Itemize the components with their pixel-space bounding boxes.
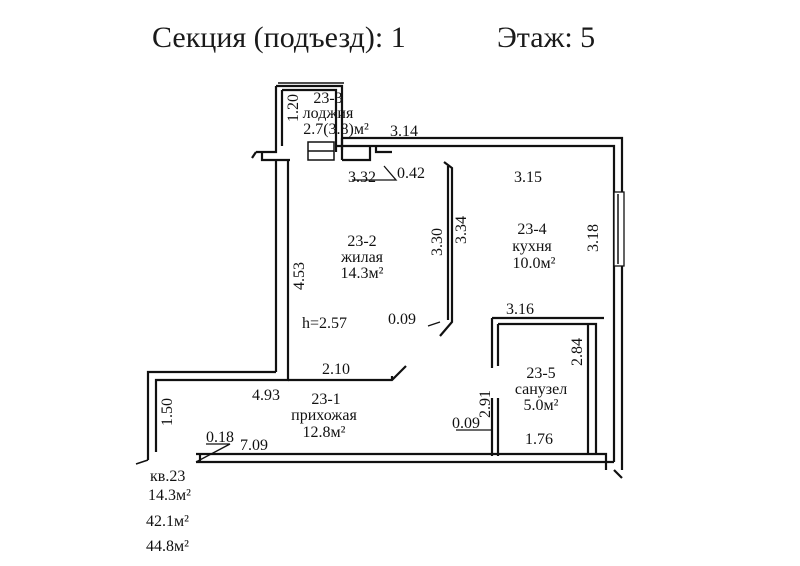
kitchen-area: 10.0м² [513, 255, 556, 272]
total-area-with-loggia: 44.8м² [146, 538, 189, 555]
dim-018: 0.18 [206, 429, 234, 446]
living-name: жилая [340, 249, 384, 266]
partition-living-hall [288, 365, 407, 382]
dim-284: 2.84 [569, 338, 586, 366]
hall-id: 23-1 [311, 391, 340, 408]
dim-loggia-width: 3.14 [390, 123, 418, 140]
hall-name: прихожая [291, 407, 357, 424]
loggia-threshold [251, 146, 290, 162]
dim-042: 0.42 [397, 165, 425, 182]
loggia-id: 23-3 [313, 90, 342, 107]
living-id: 23-2 [347, 233, 376, 250]
dim-009a: 0.09 [388, 311, 416, 328]
total-area: 42.1м² [146, 513, 189, 530]
dim-316: 3.16 [506, 301, 534, 318]
dim-loggia-height: 1.20 [285, 94, 302, 122]
hall-left-wall [146, 364, 290, 460]
dim-318: 3.18 [585, 224, 602, 252]
bathroom-area: 5.0м² [524, 397, 559, 414]
bottom-wall [196, 452, 623, 479]
bathroom-walls [490, 316, 604, 456]
bathroom-name: санузел [515, 381, 567, 398]
walls [135, 82, 625, 479]
loggia-area: 2.7(3.8)м² [303, 121, 369, 138]
section-label: Секция (подъезд): 1 [152, 21, 406, 54]
dim-009b: 0.09 [452, 415, 480, 432]
partition-living-kitchen [439, 161, 454, 337]
loggia-wall [274, 84, 344, 160]
hall-area: 12.8м² [303, 424, 346, 441]
dimension-lines [195, 165, 492, 463]
corridor-step [340, 138, 392, 162]
living-area-total: 14.3м² [148, 487, 191, 504]
dim-150: 1.50 [159, 398, 176, 426]
loggia-name: лоджия [303, 105, 354, 122]
bathroom-id: 23-5 [526, 365, 555, 382]
apartment-number: кв.23 [150, 468, 185, 485]
living-left-wall [274, 160, 290, 372]
dim-709: 7.09 [240, 437, 268, 454]
kitchen-name: кухня [512, 238, 552, 255]
floor-label: Этаж: 5 [497, 21, 595, 54]
top-wall [336, 136, 624, 470]
dim-330: 3.30 [429, 228, 446, 256]
kitchen-id: 23-4 [517, 221, 546, 238]
dim-210: 2.10 [322, 361, 350, 378]
dim-291: 2.91 [477, 390, 494, 418]
dim-332: 3.32 [348, 169, 376, 186]
dim-453: 4.53 [291, 262, 308, 290]
kitchen-window [613, 191, 625, 267]
dim-315: 3.15 [514, 169, 542, 186]
ceiling-height: h=2.57 [302, 315, 347, 332]
dim-334: 3.34 [453, 216, 470, 244]
dim-176: 1.76 [525, 431, 553, 448]
living-area: 14.3м² [341, 265, 384, 282]
dim-493: 4.93 [252, 387, 280, 404]
